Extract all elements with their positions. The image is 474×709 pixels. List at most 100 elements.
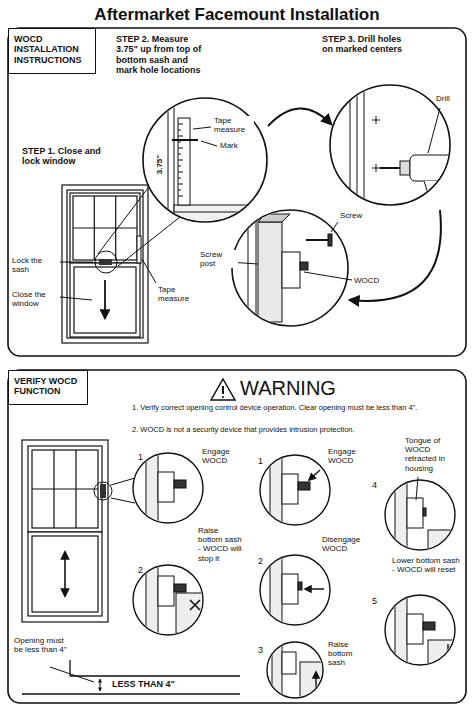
detail-lines — [111, 478, 135, 503]
part-label: Raise bottom sash — [328, 640, 368, 668]
hole-mark — [372, 116, 380, 172]
wocd-tongue — [423, 508, 426, 516]
part-label: Mark — [220, 141, 238, 150]
wocd-tongue — [300, 262, 308, 270]
dimension-label: 3.75" — [155, 155, 164, 174]
muntins — [32, 450, 98, 528]
callout-number: 1 — [138, 452, 143, 462]
part-label: Opening must be less than 4" — [14, 636, 72, 654]
window-jamb — [146, 450, 158, 530]
drill-detail — [350, 80, 454, 210]
part-label: Lower bottom sash - WOCD will reset — [392, 556, 464, 574]
part-label: Engage WOCD — [202, 447, 242, 465]
screw — [306, 239, 328, 241]
drill-chuck — [400, 161, 410, 175]
window-frame — [22, 440, 108, 622]
sash-lock — [99, 259, 112, 265]
window-jamb — [395, 477, 407, 557]
window-jamb — [248, 205, 256, 330]
warning-triangle — [211, 379, 235, 400]
panel — [8, 28, 466, 356]
direction-arrow — [447, 644, 448, 664]
wocd-housing — [158, 576, 174, 606]
direction-arrow — [64, 552, 66, 596]
step-text: STEP 1. Close and lock window — [22, 146, 114, 167]
dimension-line — [100, 679, 101, 691]
drill-bit — [380, 167, 400, 169]
mount-detail — [248, 205, 332, 330]
part-label: Screw — [340, 211, 362, 220]
callout-number: 2 — [258, 556, 263, 566]
direction-arrow — [309, 470, 320, 480]
muntins — [73, 196, 137, 260]
disengage-detail — [270, 552, 324, 632]
retracted-detail — [395, 477, 468, 560]
glass — [32, 536, 98, 612]
box-heading: WOCD INSTALLATION INSTRUCTIONS — [14, 34, 90, 65]
upper-sash — [28, 446, 102, 532]
tape-measure — [178, 118, 190, 205]
leader-line — [416, 477, 418, 500]
part-label: Tongue of WOCD retracted in housing — [405, 436, 463, 473]
detail-lens — [94, 482, 112, 500]
leader-line — [428, 108, 440, 153]
step-arrow — [268, 108, 331, 126]
glass — [74, 267, 136, 333]
wocd-housing — [158, 472, 174, 502]
stop-detail — [146, 562, 236, 642]
part-label: Lock the sash — [12, 256, 56, 274]
engage-detail — [146, 450, 186, 530]
part-label: Drill — [436, 94, 450, 103]
upper-sash — [70, 193, 140, 263]
window-jamb — [270, 452, 282, 532]
detail-circle — [232, 210, 348, 326]
window-jamb — [168, 90, 174, 230]
callout-number: 3 — [258, 645, 263, 655]
warning-mark — [222, 396, 224, 398]
wocd-tongue — [423, 622, 435, 630]
part-label: WOCD — [354, 276, 379, 285]
wocd-housing — [282, 574, 298, 604]
glass — [32, 450, 98, 528]
warning-note: 2. WOCD is not a security device that pr… — [132, 426, 355, 435]
wocd — [100, 484, 106, 498]
detail-lens — [95, 251, 117, 273]
direction-arrow — [305, 588, 324, 589]
step-text: STEP 2. Measure 3.75" up from top of bot… — [116, 34, 210, 75]
screw-head — [328, 234, 332, 246]
measure-detail — [168, 90, 274, 235]
detail-circle — [133, 453, 203, 523]
wocd-housing — [407, 614, 423, 644]
window-frame — [67, 190, 143, 338]
detail-circle — [143, 98, 267, 222]
part-label: Raise bottom sash - WOCD will stop it — [198, 526, 244, 563]
stop-mark — [190, 600, 200, 610]
sash-rail — [174, 212, 274, 213]
window-jamb — [395, 592, 407, 672]
wocd-housing — [407, 498, 423, 528]
section-box: WOCD INSTALLATION INSTRUCTIONS — [8, 28, 96, 74]
wocd-tongue — [298, 582, 302, 590]
warning-note: 1. Verify correct opening control device… — [132, 404, 417, 413]
panel — [8, 370, 466, 703]
window-jamb — [146, 562, 158, 642]
lower-sash — [70, 263, 140, 337]
drill-body — [410, 155, 454, 181]
hole-mark — [172, 139, 198, 141]
warning-heading: WARNING — [240, 377, 336, 400]
wocd-housing — [282, 652, 296, 674]
sash — [300, 662, 340, 702]
part-label: Close the window — [12, 290, 56, 308]
lower-sash — [28, 532, 102, 616]
wocd-housing — [282, 474, 298, 504]
callout-number: 4 — [372, 480, 377, 490]
window — [62, 185, 148, 343]
wocd-housing — [282, 252, 300, 288]
direction-arrow — [211, 604, 213, 628]
screw-post-top — [258, 214, 290, 222]
part-label: Screw post — [200, 250, 238, 268]
wocd-tongue — [298, 482, 310, 490]
window — [22, 440, 108, 622]
tape-ticks — [178, 124, 183, 196]
